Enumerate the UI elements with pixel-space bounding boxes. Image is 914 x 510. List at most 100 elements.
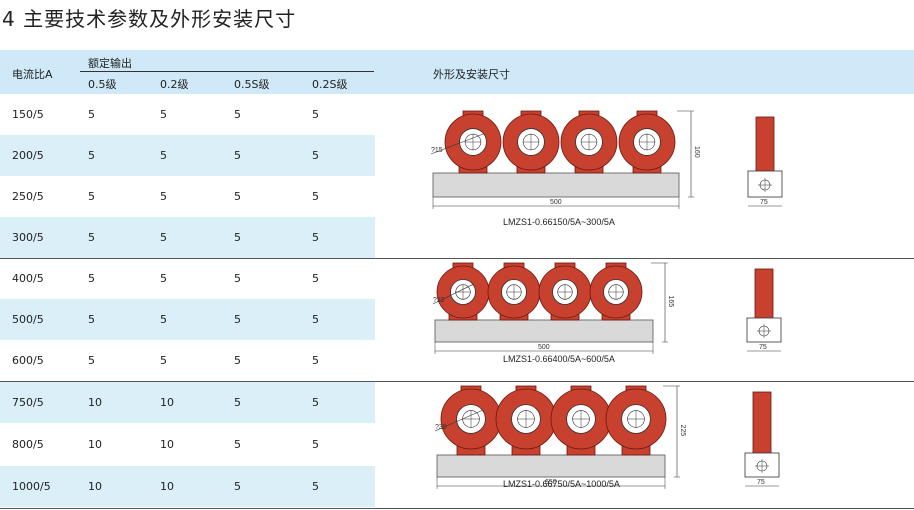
cell-output-c02: 10 xyxy=(160,480,174,493)
mounting-base xyxy=(434,319,654,343)
cell-output-c02s: 5 xyxy=(312,480,319,493)
dim-width: 500 xyxy=(538,344,550,351)
cell-output-c02s: 5 xyxy=(312,272,319,285)
header-figure: 外形及安装尺寸 xyxy=(433,68,510,81)
side-view xyxy=(744,391,780,487)
mounting-base xyxy=(436,454,666,478)
table-header xyxy=(0,50,914,94)
current-transformer xyxy=(487,262,541,321)
cell-output-c05s: 5 xyxy=(234,108,241,121)
dim-width: 500 xyxy=(550,199,562,206)
header-ratio: 电流比A xyxy=(12,68,53,81)
table-row: 750/5 10 10 5 5 xyxy=(0,382,375,423)
current-transformer xyxy=(589,262,643,321)
cell-output-c02s: 5 xyxy=(312,396,319,409)
current-transformer xyxy=(495,385,557,456)
table-row: 500/5 5 5 5 5 xyxy=(0,299,375,340)
table-row: 600/5 5 5 5 5 xyxy=(0,340,375,381)
cell-output-c05: 5 xyxy=(88,313,95,326)
table-row: 150/5 5 5 5 5 xyxy=(0,94,375,135)
header-rated-output: 额定输出 xyxy=(88,57,132,70)
cell-output-c05: 5 xyxy=(88,354,95,367)
cell-output-c05s: 5 xyxy=(234,272,241,285)
header-divider xyxy=(80,71,374,72)
cell-output-c02s: 5 xyxy=(312,313,319,326)
cell-current-ratio: 750/5 xyxy=(12,396,44,409)
cell-output-c02s: 5 xyxy=(312,231,319,244)
table-row: 400/5 5 5 5 5 xyxy=(0,258,375,299)
dim-diameter: ?15 xyxy=(431,147,443,154)
cell-output-c02s: 5 xyxy=(312,108,319,121)
cell-current-ratio: 250/5 xyxy=(12,190,44,203)
current-transformer xyxy=(618,110,676,174)
cell-output-c02: 5 xyxy=(160,149,167,162)
dim-side-width: 75 xyxy=(760,199,768,206)
cell-output-c02: 5 xyxy=(160,108,167,121)
cell-output-c05s: 5 xyxy=(234,480,241,493)
cell-current-ratio: 300/5 xyxy=(12,231,44,244)
cell-output-c05s: 5 xyxy=(234,396,241,409)
cell-output-c02: 5 xyxy=(160,313,167,326)
ct-outline-drawing: ?15 160 500 75 xyxy=(430,110,783,209)
dim-diameter: ?22 xyxy=(433,297,445,304)
current-transformer xyxy=(440,385,502,456)
dim-height: 165 xyxy=(667,296,674,308)
cell-current-ratio: 800/5 xyxy=(12,438,44,451)
cell-output-c05s: 5 xyxy=(234,149,241,162)
current-transformer xyxy=(605,385,667,456)
group-separator xyxy=(0,258,914,259)
cell-output-c02: 5 xyxy=(160,272,167,285)
cell-output-c02: 5 xyxy=(160,231,167,244)
table-bottom-border xyxy=(0,508,914,509)
figure-caption: LMZS1-0.66750/5A~1000/5A xyxy=(503,479,620,489)
cell-output-c05: 5 xyxy=(88,272,95,285)
cell-output-c02s: 5 xyxy=(312,438,319,451)
current-transformer xyxy=(502,110,560,174)
header-class-02s: 0.2S级 xyxy=(312,78,348,91)
header-class-05s: 0.5S级 xyxy=(234,78,270,91)
cell-output-c02: 5 xyxy=(160,190,167,203)
cell-output-c05s: 5 xyxy=(234,354,241,367)
cell-output-c05: 5 xyxy=(88,231,95,244)
cell-output-c05s: 5 xyxy=(234,313,241,326)
dim-height: 225 xyxy=(679,425,686,437)
current-transformer xyxy=(560,110,618,174)
figure-caption: LMZS1-0.66150/5A~300/5A xyxy=(503,217,615,227)
cell-output-c05s: 5 xyxy=(234,438,241,451)
cell-output-c05: 10 xyxy=(88,396,102,409)
cell-output-c05s: 5 xyxy=(234,190,241,203)
side-view xyxy=(747,116,783,207)
mounting-base xyxy=(432,172,680,198)
cell-output-c05: 10 xyxy=(88,438,102,451)
page-title: 4 主要技术参数及外形安装尺寸 xyxy=(2,7,297,31)
cell-output-c02: 10 xyxy=(160,438,174,451)
ct-outline-drawing: ?22 165 500 75 xyxy=(432,262,782,354)
cell-output-c05: 10 xyxy=(88,480,102,493)
cell-current-ratio: 400/5 xyxy=(12,272,44,285)
cell-output-c05: 5 xyxy=(88,149,95,162)
cell-output-c02: 10 xyxy=(160,396,174,409)
current-transformer xyxy=(550,385,612,456)
cell-output-c05: 5 xyxy=(88,108,95,121)
table-row: 800/5 10 10 5 5 xyxy=(0,424,375,465)
cell-current-ratio: 150/5 xyxy=(12,108,44,121)
current-transformer xyxy=(444,110,502,174)
cell-output-c02: 5 xyxy=(160,354,167,367)
dim-side-width: 75 xyxy=(759,344,767,351)
cell-output-c05: 5 xyxy=(88,190,95,203)
cell-output-c02s: 5 xyxy=(312,354,319,367)
cell-current-ratio: 600/5 xyxy=(12,354,44,367)
table-row: 1000/5 10 10 5 5 xyxy=(0,466,375,507)
current-transformer xyxy=(538,262,592,321)
cell-current-ratio: 200/5 xyxy=(12,149,44,162)
side-view xyxy=(746,268,782,352)
cell-current-ratio: 500/5 xyxy=(12,313,44,326)
cell-current-ratio: 1000/5 xyxy=(12,480,51,493)
dim-height: 160 xyxy=(693,146,700,158)
dim-side-width: 75 xyxy=(757,479,765,486)
group-separator xyxy=(0,381,914,382)
